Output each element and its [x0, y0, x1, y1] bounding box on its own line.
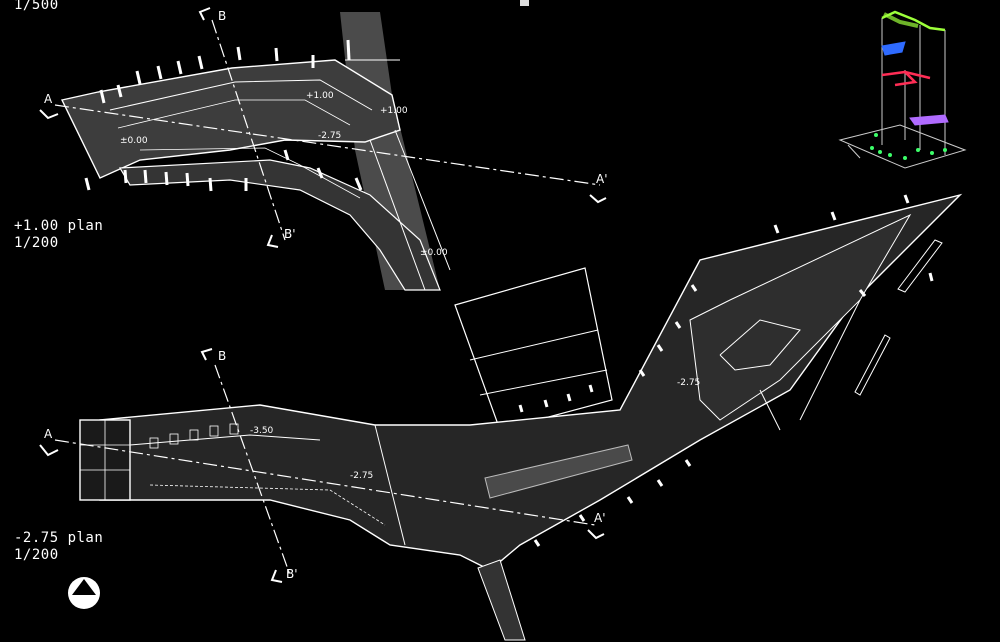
lower-east-bars	[854, 239, 943, 396]
upper-railing-ticks	[84, 39, 363, 192]
lower-section-markers	[39, 348, 605, 583]
upper-inner-line-1	[109, 79, 373, 111]
axonometric-diagram-icon	[838, 10, 967, 169]
upper-inner-line-2	[117, 99, 351, 129]
lower-section-a: A	[44, 427, 53, 441]
lower-edge-1	[799, 299, 861, 421]
lower-plan-scale: 1/200	[14, 547, 59, 563]
lower-level-label-2: -2.75	[350, 471, 373, 481]
top-marker	[520, 0, 529, 6]
lower-inner-line-1	[129, 434, 321, 446]
upper-plan: +1.00 +1.00 -2.75 ±0.00 ±0.00 A A' B B'	[39, 7, 608, 291]
lower-section-line-a	[54, 439, 596, 526]
lower-railing-ticks	[518, 194, 934, 547]
upper-section-b-prime: B'	[284, 227, 296, 241]
section-marker-icon	[39, 7, 607, 248]
upper-section-a-prime: A'	[596, 172, 608, 186]
upper-section-line-b	[211, 19, 286, 241]
lower-inner-line-2	[149, 484, 386, 526]
upper-level-label-5: ±0.00	[420, 248, 448, 258]
north-letter: K	[81, 596, 92, 611]
lower-block-building	[454, 267, 613, 431]
upper-street-edge	[369, 139, 426, 291]
lower-edge-2	[759, 389, 781, 431]
upper-section-line-a	[54, 104, 601, 186]
lower-service-rooms	[80, 420, 239, 500]
lower-bench	[484, 444, 633, 499]
lower-section-line-b	[214, 364, 291, 576]
upper-branch	[118, 159, 441, 291]
upper-level-label-3: -2.75	[318, 131, 341, 141]
upper-section-b: B	[218, 9, 226, 23]
upper-level-label-2: +1.00	[380, 106, 408, 116]
lower-inner-loop	[719, 319, 801, 371]
upper-level-label-4: ±0.00	[120, 136, 148, 146]
lower-divider	[374, 424, 406, 546]
lower-section-a-prime: A'	[594, 511, 606, 525]
upper-plan-title: +1.00 plan	[14, 218, 104, 234]
upper-plan-scale: 1/200	[14, 235, 59, 251]
north-arrow-icon: K	[68, 577, 100, 611]
upper-inner-line-3	[139, 147, 361, 199]
lower-block-line-2	[479, 369, 608, 396]
upper-street-edge-2	[394, 129, 451, 271]
top-scale-label: 1/500	[14, 0, 59, 13]
lower-ramp	[477, 559, 526, 641]
lower-level-label-3: -2.75	[677, 378, 700, 388]
lower-plan-title: -2.75 plan	[14, 530, 104, 546]
lower-block-line-1	[469, 329, 599, 361]
lower-section-b-prime: B'	[286, 567, 298, 581]
lower-level-label-1: -3.50	[250, 426, 274, 436]
upper-walkway	[60, 59, 401, 179]
lower-section-b: B	[218, 349, 226, 363]
lower-plaza	[99, 193, 963, 571]
upper-section-a: A	[44, 92, 53, 106]
upper-level-label-1: +1.00	[306, 91, 334, 101]
lower-plan: -3.50 -2.75 -2.75 A A' B B'	[39, 193, 963, 641]
